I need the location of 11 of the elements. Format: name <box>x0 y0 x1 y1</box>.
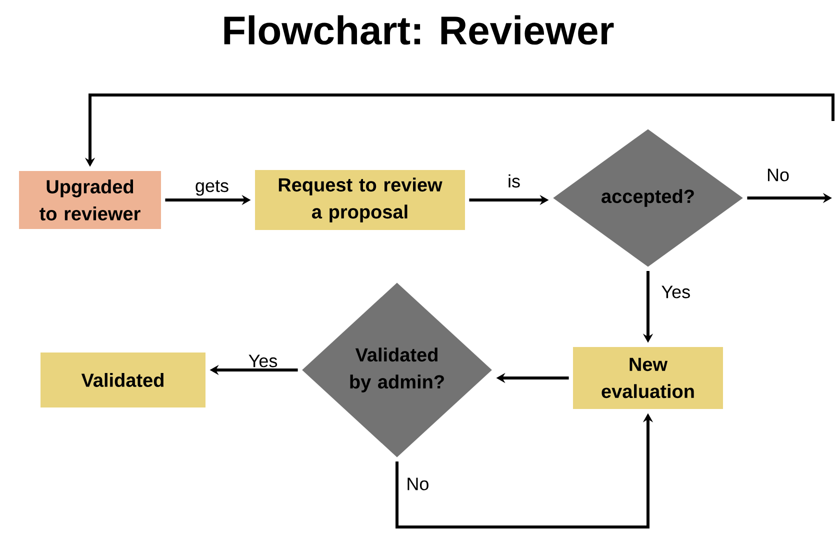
edge-label: Yes <box>660 284 692 300</box>
process-box: Upgraded to reviewer <box>19 171 161 229</box>
edge-label: is <box>506 173 522 189</box>
process-box: Request to review a proposal <box>255 170 465 230</box>
process-box: Validated <box>40 352 206 408</box>
title: Flowchart: Reviewer <box>224 15 614 45</box>
edge-label: No <box>766 168 790 182</box>
process-box: New evaluation <box>573 347 723 409</box>
edge-label: No <box>405 476 430 492</box>
edge-label: Yes <box>247 354 279 368</box>
edge-label: gets <box>194 179 230 197</box>
